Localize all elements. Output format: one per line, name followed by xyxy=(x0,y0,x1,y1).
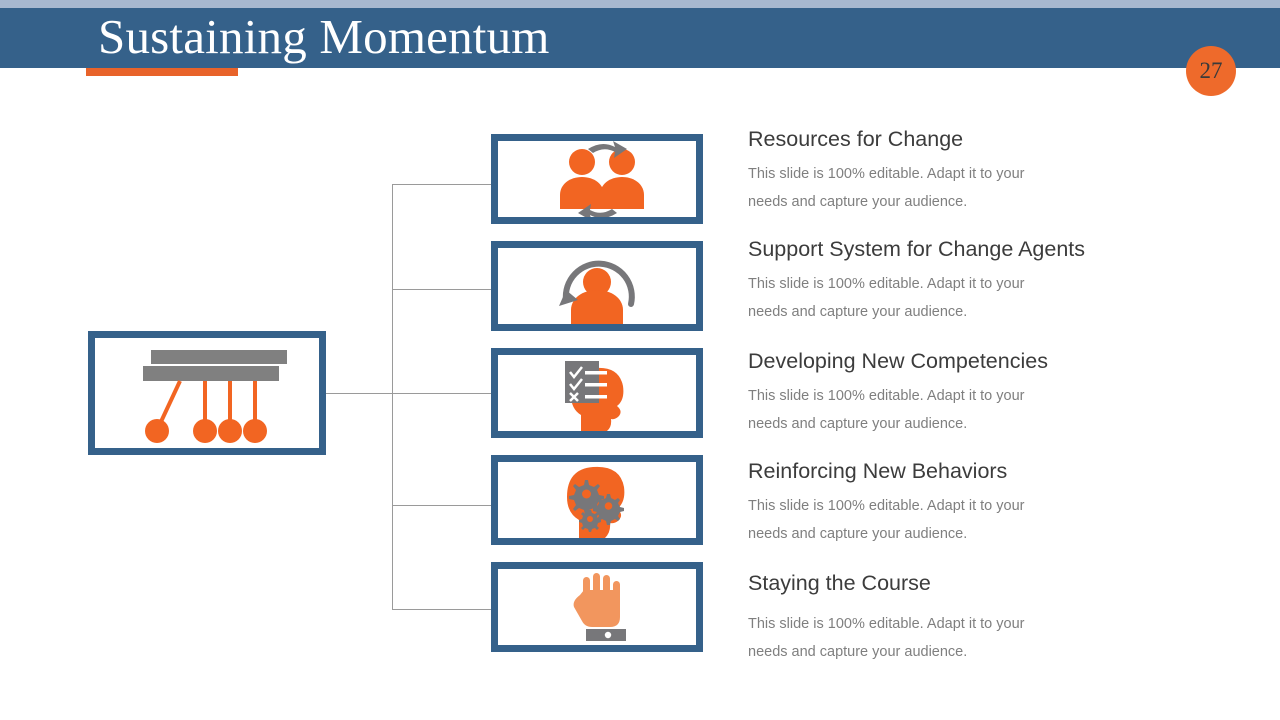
item-body: This slide is 100% editable. Adapt it to… xyxy=(748,498,1025,542)
page-title: Sustaining Momentum xyxy=(98,9,550,64)
item-heading: Support System for Change Agents xyxy=(748,237,1086,261)
connector-branch-2 xyxy=(392,289,491,290)
item-heading: Staying the Course xyxy=(748,571,931,595)
connector-branch-3 xyxy=(392,393,491,394)
item-body: This slide is 100% editable. Adapt it to… xyxy=(748,166,1025,210)
source-node-box[interactable] xyxy=(88,331,326,455)
header-bar xyxy=(0,8,1280,68)
connector-branch-5 xyxy=(392,609,491,610)
icon-card-support-system[interactable] xyxy=(491,241,703,331)
two-people-exchange-icon xyxy=(560,141,644,217)
newtons-cradle-icon xyxy=(143,350,287,443)
icon-card-resources-for-change[interactable] xyxy=(491,134,703,224)
connector-branch-4 xyxy=(392,505,491,506)
list-item: Support System for Change Agents This sl… xyxy=(748,236,1178,326)
icon-card-staying-the-course[interactable] xyxy=(491,562,703,652)
icon-card-reinforcing-behaviors[interactable] xyxy=(491,455,703,545)
person-circular-arrow-icon xyxy=(559,260,635,324)
list-item: Resources for Change This slide is 100% … xyxy=(748,126,1178,216)
list-item: Reinforcing New Behaviors This slide is … xyxy=(748,458,1178,548)
top-accent-strip xyxy=(0,0,1280,8)
item-body: This slide is 100% editable. Adapt it to… xyxy=(748,388,1025,432)
icon-card-developing-competencies[interactable] xyxy=(491,348,703,438)
connector-spine xyxy=(392,184,393,609)
item-heading: Resources for Change xyxy=(748,127,964,151)
head-checklist-icon xyxy=(565,361,624,431)
raised-hand-icon xyxy=(573,573,626,641)
title-underline-accent xyxy=(86,68,238,76)
connector-source-branch xyxy=(326,393,392,394)
connector-branch-1 xyxy=(392,184,491,185)
page-number-badge: 27 xyxy=(1186,46,1236,96)
list-item: Staying the Course This slide is 100% ed… xyxy=(748,570,1178,666)
item-heading: Reinforcing New Behaviors xyxy=(748,459,1008,483)
item-body: This slide is 100% editable. Adapt it to… xyxy=(748,616,1025,660)
list-item: Developing New Competencies This slide i… xyxy=(748,348,1178,438)
item-body: This slide is 100% editable. Adapt it to… xyxy=(748,276,1025,320)
head-gears-icon xyxy=(567,466,625,538)
item-heading: Developing New Competencies xyxy=(748,349,1048,373)
